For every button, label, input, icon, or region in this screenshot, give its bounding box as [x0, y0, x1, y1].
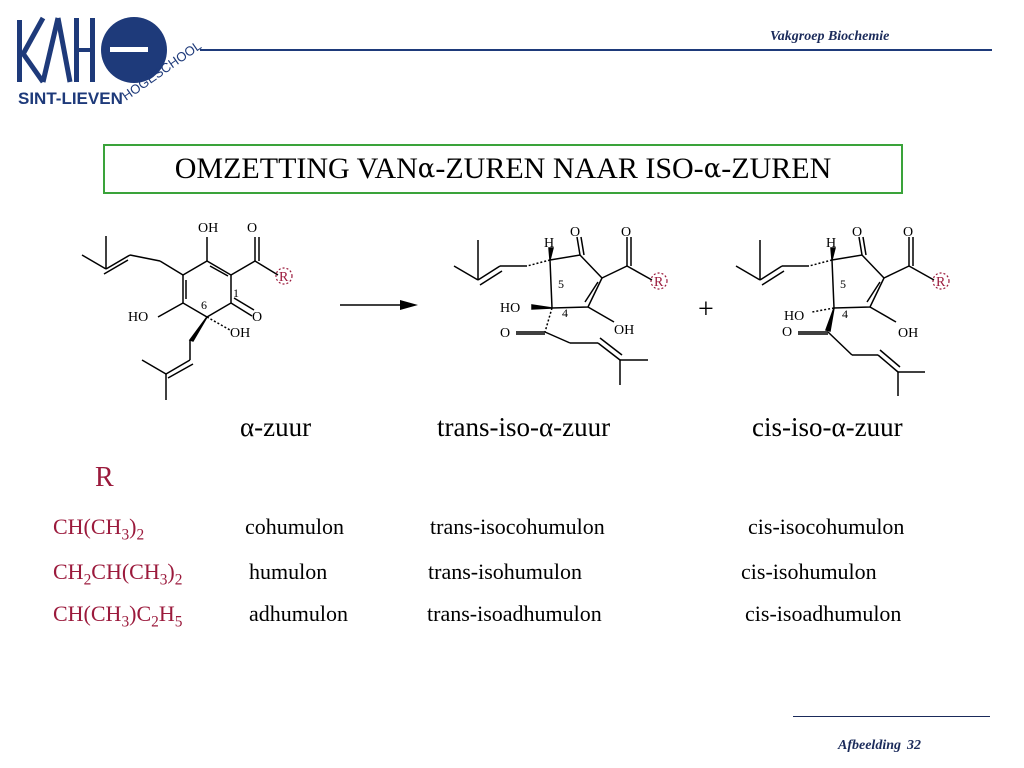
row-2-r: CH2CH(CH3)2	[53, 559, 183, 589]
plus-sign: +	[698, 294, 714, 325]
cis-num-4: 4	[842, 307, 848, 321]
trans-ho: HO	[500, 301, 520, 316]
label-cis-iso: cis-iso-α-zuur	[752, 412, 903, 442]
row-3-trans: trans-isoadhumulon	[427, 601, 602, 626]
row-2-cis: cis-isohumulon	[741, 559, 877, 584]
alpha-oh-top: OH	[198, 221, 218, 236]
trans-o: O	[500, 326, 510, 341]
header-divider	[200, 49, 992, 51]
row-3-cis: cis-isoadhumulon	[745, 601, 902, 626]
alpha-symbol: α	[417, 154, 436, 184]
alpha-ho: HO	[128, 310, 148, 325]
title-post: -ZUREN	[721, 152, 832, 185]
label-trans-iso: trans-iso-α-zuur	[437, 412, 611, 442]
title-pre: OMZETTING VAN	[174, 152, 418, 185]
trans-oh: OH	[614, 323, 634, 338]
cis-o2: O	[903, 225, 913, 240]
row-1-r: CH(CH3)2	[53, 514, 145, 544]
trans-r-label: R	[654, 275, 664, 290]
footer-label: Afbeelding	[838, 738, 901, 753]
r-column-header: R	[95, 462, 114, 493]
alpha-num-1: 1	[233, 286, 239, 300]
slide-number: 32	[907, 738, 921, 753]
alpha-symbol: α	[703, 154, 722, 184]
trans-num-5: 5	[558, 277, 564, 291]
cis-ho: HO	[784, 309, 804, 324]
alpha-o-top: O	[247, 221, 257, 236]
row-2-trans: trans-isohumulon	[428, 559, 582, 584]
logo-school-name: SINT-LIEVEN	[18, 89, 123, 108]
slide-title: OMZETTING VAN α-ZUREN NAAR ISO-α-ZUREN	[103, 144, 903, 194]
trans-o1: O	[570, 225, 580, 240]
reaction-arrow	[340, 300, 418, 310]
cis-h: H	[826, 236, 836, 251]
row-1-cis: cis-isocohumulon	[748, 514, 905, 539]
footer-divider	[793, 716, 990, 717]
trans-h: H	[544, 236, 554, 251]
cis-iso-structure	[735, 236, 950, 396]
alpha-r-label: R	[279, 270, 289, 285]
row-3-name: adhumulon	[249, 601, 348, 626]
label-alpha-acid: α-zuur	[240, 412, 312, 442]
alpha-o-right: O	[252, 310, 262, 325]
cis-num-5: 5	[840, 277, 846, 291]
title-mid: -ZUREN NAAR ISO-	[435, 152, 704, 185]
slide-footer: Afbeelding 32	[838, 738, 921, 754]
row-1-name: cohumulon	[245, 514, 344, 539]
alpha-acid-structure	[81, 236, 293, 400]
trans-iso-structure	[453, 236, 668, 385]
row-1-trans: trans-isocohumulon	[430, 514, 605, 539]
cis-r-label: R	[936, 275, 946, 290]
trans-num-4: 4	[562, 306, 568, 320]
department-label: Vakgroep Biochemie	[770, 29, 890, 44]
kaho-logo: SINT-LIEVEN HOGESCHOOL	[17, 16, 204, 108]
trans-o2: O	[621, 225, 631, 240]
row-3-r: CH(CH3)C2H5	[53, 601, 183, 631]
cis-o: O	[782, 325, 792, 340]
cis-o1: O	[852, 225, 862, 240]
row-2-name: humulon	[249, 559, 328, 584]
reaction-scheme: OH O R 1 6 HO O OH	[81, 221, 950, 400]
alpha-oh-bottom: OH	[230, 326, 250, 341]
alpha-num-6: 6	[201, 298, 207, 312]
cis-oh: OH	[898, 326, 918, 341]
